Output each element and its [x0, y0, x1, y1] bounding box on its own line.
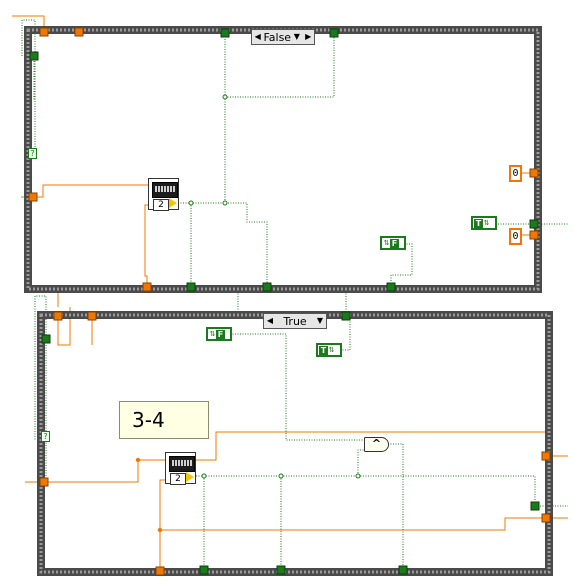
boolean-toggle-icon: ⇅ — [209, 330, 216, 338]
selector-decrement-icon[interactable]: ◀ — [266, 316, 274, 325]
wire — [44, 459, 166, 483]
junction — [157, 527, 163, 533]
boolean-constant-false[interactable]: ⇅ F — [206, 327, 232, 341]
junction — [222, 94, 228, 100]
tunnel — [529, 230, 539, 240]
wire — [196, 449, 364, 477]
tunnel — [386, 282, 396, 292]
wire — [230, 333, 364, 441]
case-selector-true[interactable]: ◀ True ▼ — [263, 313, 327, 329]
junction — [188, 200, 194, 206]
subvi-node-true[interactable]: 2 — [165, 452, 196, 485]
tunnel — [39, 477, 49, 487]
numeric-wires — [12, 15, 568, 571]
tunnel — [529, 219, 539, 229]
case-label-false: False — [263, 30, 292, 44]
junction — [222, 200, 228, 206]
unknown-tunnel-false: ? — [28, 148, 37, 159]
numeric-tunnels — [28, 27, 551, 576]
tunnel — [220, 28, 230, 38]
tunnel — [541, 513, 551, 523]
tunnel — [262, 282, 272, 292]
wire — [225, 34, 335, 98]
wire — [57, 307, 71, 346]
numeric-junctions — [135, 457, 163, 533]
tunnel — [541, 451, 551, 461]
tunnel — [28, 192, 38, 202]
selector-increment-icon[interactable]: ▶ — [305, 32, 312, 41]
tunnel — [29, 51, 39, 61]
boolean-toggle-icon: ⇅ — [383, 239, 390, 247]
boolean-constant-true[interactable]: T ⇅ — [471, 216, 497, 230]
tunnel — [199, 565, 209, 575]
wire — [390, 243, 413, 287]
tunnel — [155, 566, 165, 576]
tunnel — [530, 501, 540, 511]
comment-label[interactable]: 3-4 — [119, 401, 209, 439]
subvi-index: 2 — [170, 473, 186, 485]
wire — [159, 479, 168, 571]
play-icon — [169, 198, 177, 208]
subvi-index: 2 — [153, 199, 169, 211]
tunnel — [39, 27, 49, 37]
selector-decrement-icon[interactable]: ◀ — [254, 32, 261, 41]
boolean-constant-false[interactable]: ⇅ F — [380, 236, 406, 250]
wire-junctions — [188, 94, 361, 479]
boolean-toggle-icon: ⇅ — [483, 219, 490, 227]
wire — [358, 475, 536, 506]
monitor-icon — [152, 182, 178, 198]
junction — [201, 473, 207, 479]
tunnel — [529, 168, 539, 178]
unknown-tunnel-true: ? — [41, 431, 50, 442]
and-icon: ^ — [371, 437, 382, 450]
question-icon: ? — [30, 149, 35, 158]
boolean-wires — [21, 19, 568, 570]
wire — [160, 517, 546, 531]
chevron-down-icon[interactable]: ▼ — [316, 316, 324, 325]
chevron-down-icon[interactable]: ▼ — [293, 32, 300, 41]
tunnel — [329, 28, 339, 38]
tunnel — [276, 565, 286, 575]
wire — [340, 318, 351, 351]
tunnel — [398, 565, 408, 575]
wire — [144, 204, 152, 287]
monitor-icon — [169, 456, 195, 472]
tunnel — [74, 27, 84, 37]
boolean-tunnels — [29, 28, 540, 575]
junction — [355, 473, 361, 479]
wire — [388, 443, 404, 570]
play-icon — [186, 472, 194, 482]
tunnel — [341, 311, 351, 321]
and-gate[interactable]: ^ — [364, 437, 389, 452]
tunnel — [186, 282, 196, 292]
subvi-node-false[interactable]: 2 — [148, 178, 179, 211]
question-icon: ? — [43, 432, 48, 441]
tunnel — [142, 282, 152, 292]
tunnel — [87, 311, 97, 321]
junction — [135, 457, 141, 463]
case-label-true: True — [283, 314, 307, 328]
boolean-constant-true[interactable]: T ⇅ — [316, 343, 342, 357]
numeric-constant[interactable]: 0 — [509, 165, 522, 182]
case-structure-true-frame — [37, 311, 553, 576]
wire — [33, 184, 148, 198]
case-structure-false-frame — [24, 26, 542, 293]
junction — [278, 473, 284, 479]
case-selector-false[interactable]: ◀ False ▼ ▶ — [251, 29, 315, 45]
numeric-constant[interactable]: 0 — [509, 228, 522, 245]
boolean-toggle-icon: ⇅ — [328, 346, 335, 354]
tunnel — [41, 334, 51, 344]
tunnel — [53, 311, 63, 321]
